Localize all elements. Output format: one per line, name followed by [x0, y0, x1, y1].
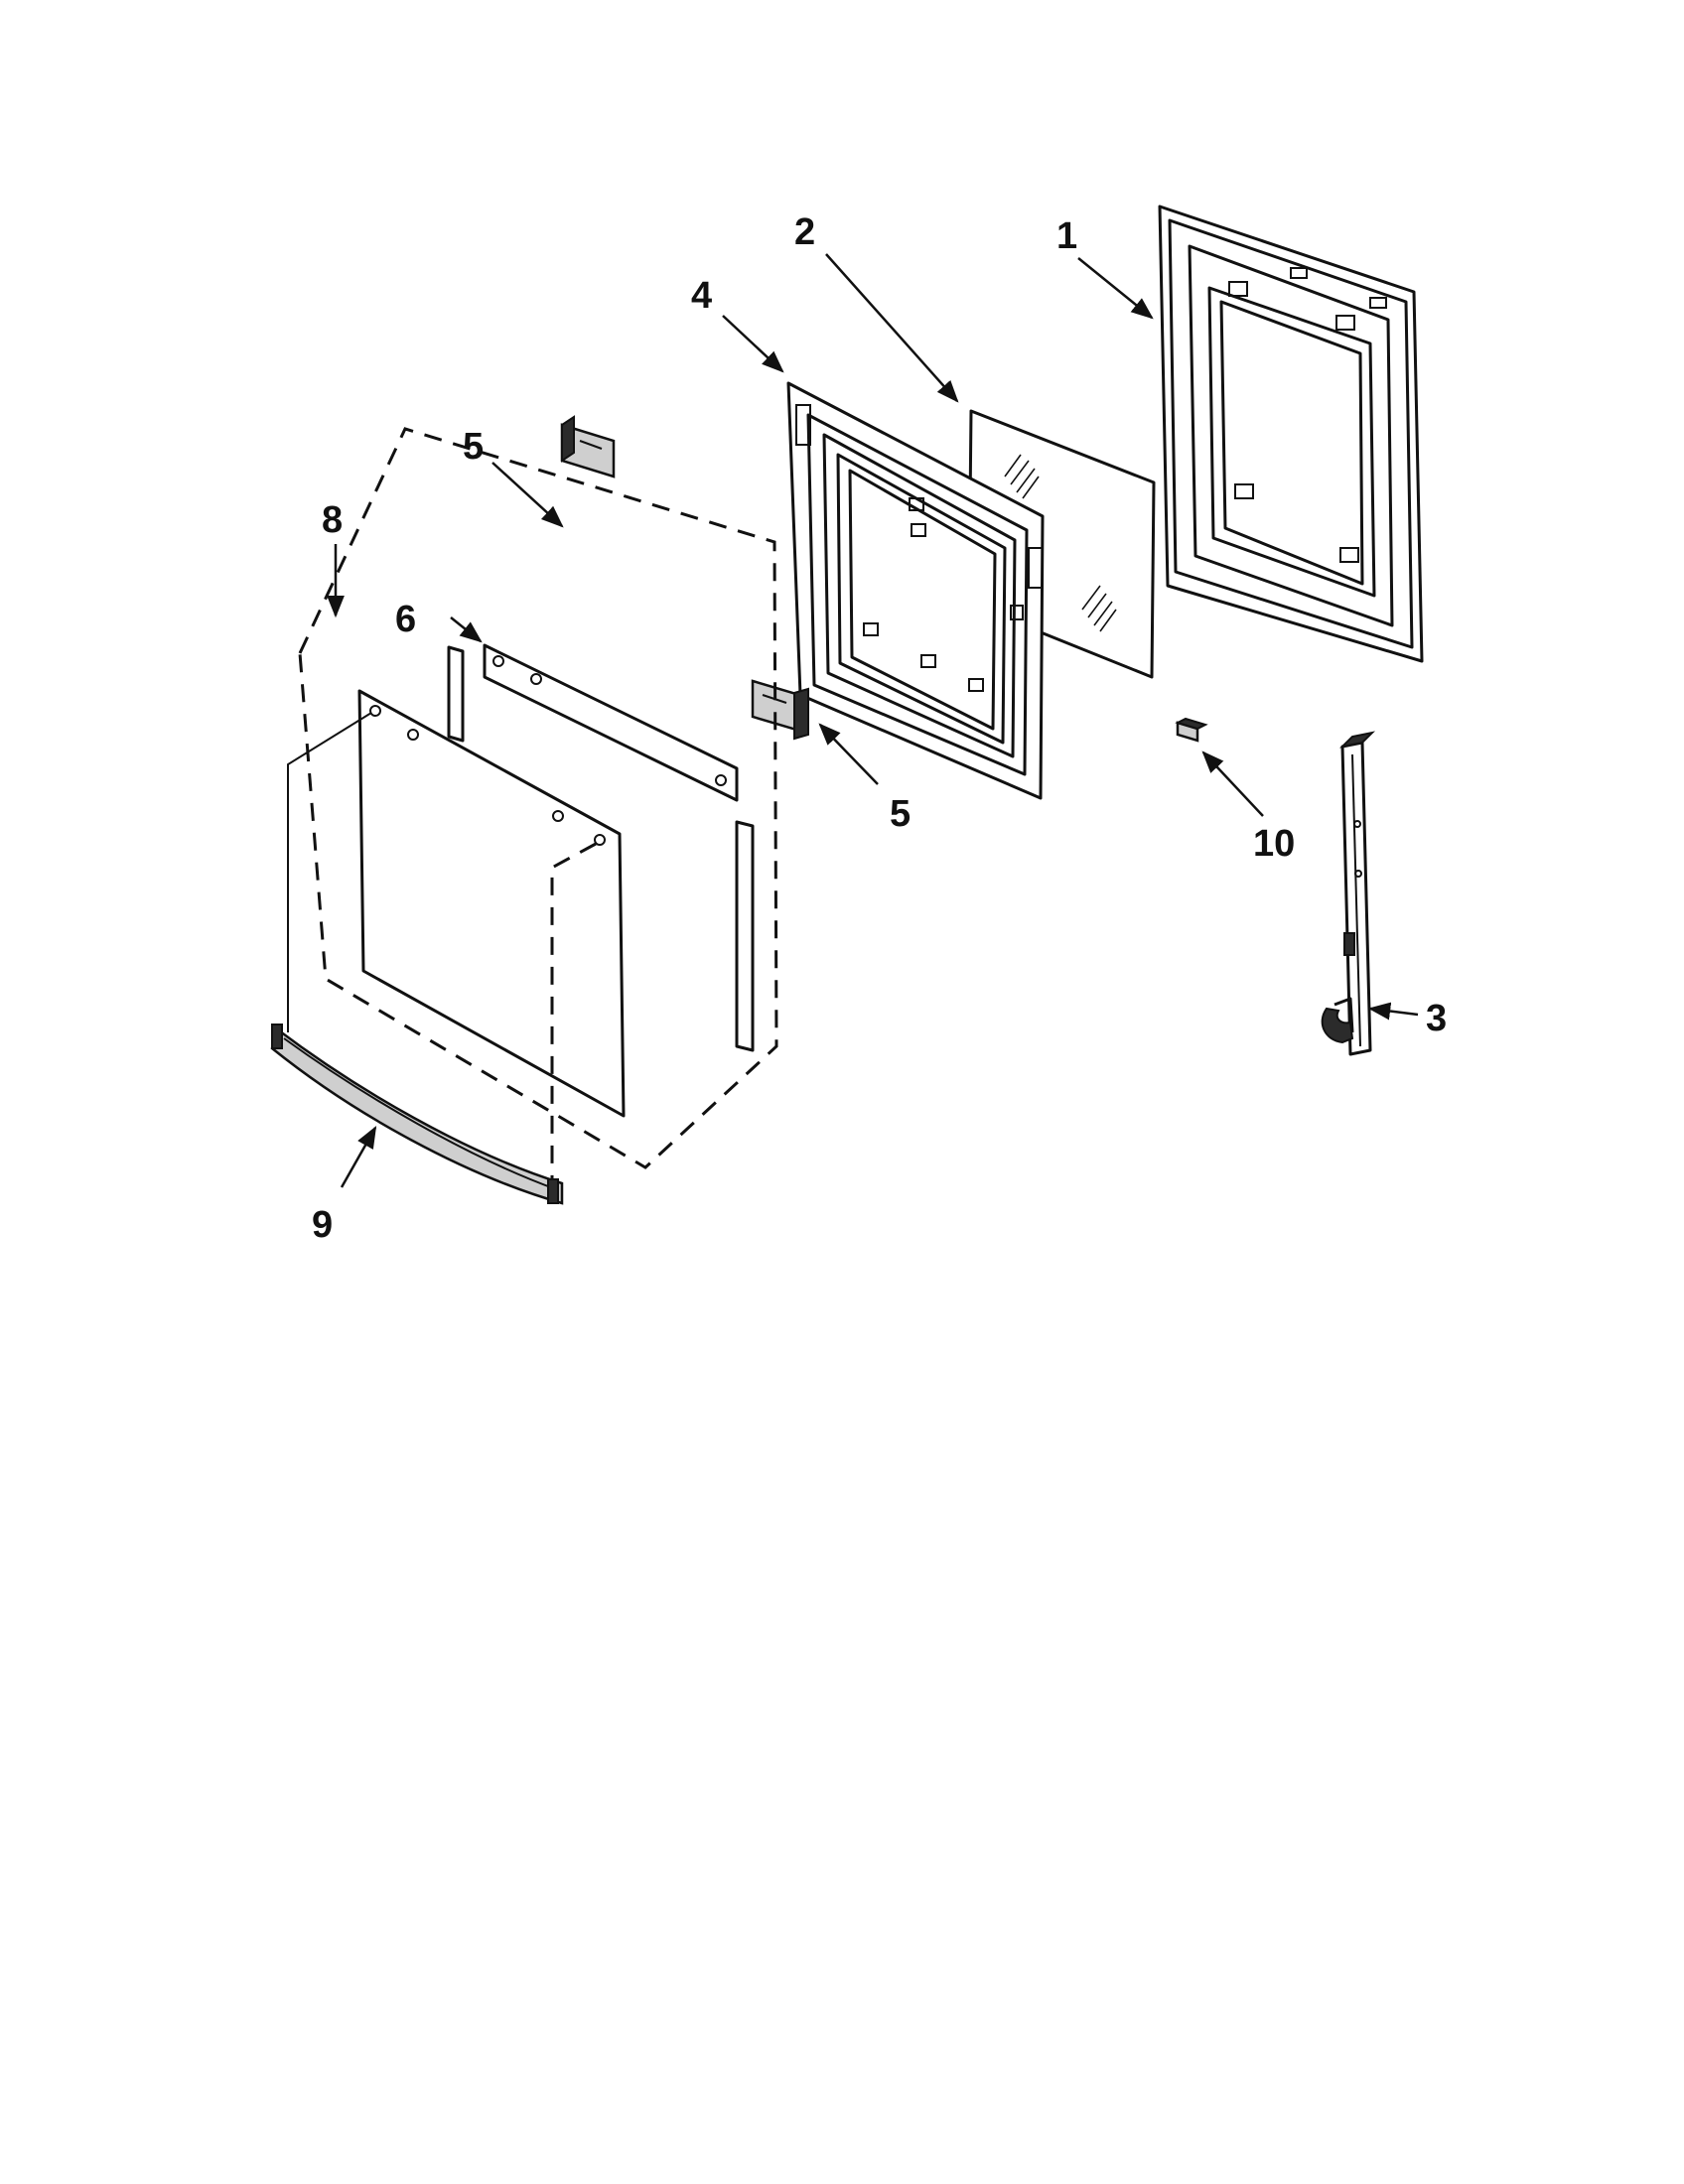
part-9-door-handle — [270, 1024, 564, 1205]
part-4-inner-door-frame — [786, 381, 1045, 800]
callout-10: 10 — [1253, 823, 1295, 865]
part-3-door-hinge-arm — [1321, 731, 1376, 1056]
callout-5-lower: 5 — [890, 793, 911, 835]
side-trim-right — [735, 820, 755, 1052]
callout-5-upper: 5 — [463, 426, 484, 468]
handle-alignment-lines — [287, 712, 597, 1189]
part-1-outer-door-panel — [1158, 205, 1424, 663]
part-10-small-clip — [1175, 717, 1208, 743]
callout-6: 6 — [395, 599, 416, 640]
side-trim-left — [447, 645, 465, 743]
glass-reflection-hatch — [1004, 454, 1117, 632]
callout-3: 3 — [1426, 998, 1447, 1039]
callout-labels: 1 2 3 4 5 5 6 8 9 10 — [312, 211, 1447, 1246]
outer-glass-panel — [357, 689, 626, 1118]
callout-1: 1 — [1056, 215, 1077, 257]
part-5-hinge-bracket-upper — [560, 415, 616, 478]
callout-8: 8 — [322, 499, 343, 541]
part-8-door-assembly-outline — [298, 427, 778, 1169]
part-5-hinge-bracket-lower — [751, 679, 809, 741]
callout-4: 4 — [691, 275, 712, 317]
part-6-top-trim — [483, 643, 739, 802]
callout-2: 2 — [794, 211, 815, 253]
leader-arrows — [327, 253, 1419, 1188]
callout-9: 9 — [312, 1204, 333, 1246]
